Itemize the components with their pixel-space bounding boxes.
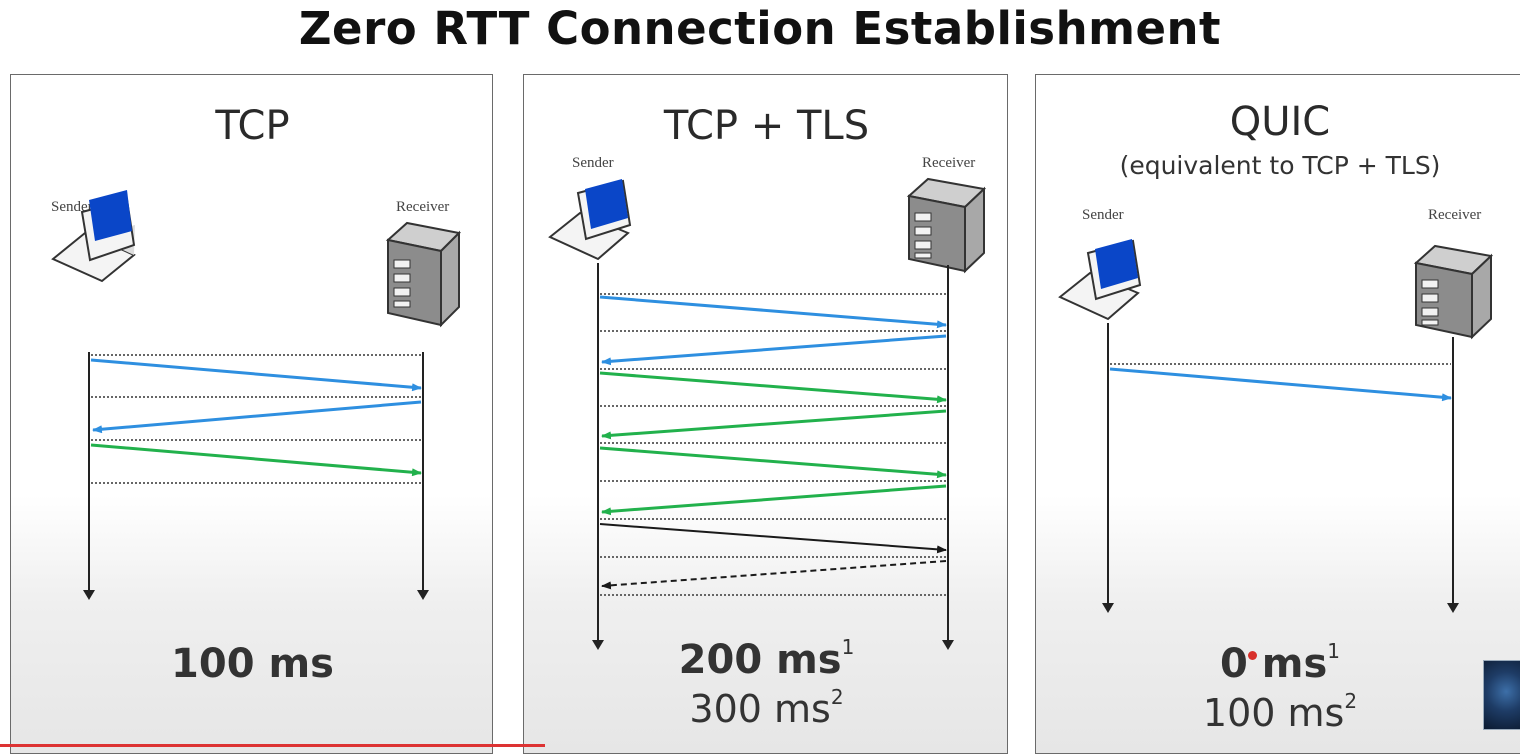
sequence-diagram-quic: [1058, 239, 1494, 613]
server-icon: [1413, 244, 1494, 340]
syn-ack-arrow: [92, 400, 422, 434]
laptop-icon: [51, 190, 136, 283]
result-tcp-tls-alt: 300 ms2: [689, 685, 844, 731]
panel-tcp-tls: TCP + TLS Sender Receiver: [523, 74, 1008, 754]
panel-title-quic: QUIC: [1229, 99, 1331, 145]
panel-title-tcp-tls: TCP + TLS: [663, 103, 870, 149]
panel-title-tcp: TCP: [215, 103, 290, 149]
sender-label-tls: Sender: [572, 155, 614, 171]
panel-tcp: TCP Sender Receiver: [10, 74, 493, 754]
sequence-diagram-tcp: [51, 190, 462, 600]
sequence-diagram-tcp-tls: [548, 177, 987, 650]
server-icon: [385, 221, 462, 328]
time-separators: [600, 293, 946, 596]
page-title: Zero RTT Connection Establishment: [298, 2, 1222, 55]
result-quic-main: 0 ms1: [1220, 639, 1340, 687]
panel-subtitle-quic: (equivalent to TCP + TLS): [1119, 151, 1441, 180]
pointer-dot: [1248, 651, 1257, 660]
laptop-icon: [1058, 239, 1142, 321]
video-progress-bar[interactable]: [0, 744, 545, 747]
receiver-label-tls: Receiver: [922, 155, 976, 171]
time-separators: [91, 354, 421, 484]
sender-label-quic: Sender: [1082, 207, 1124, 223]
syn-arrow: [90, 358, 422, 392]
panel-quic: QUIC (equivalent to TCP + TLS) Sender Re…: [1035, 74, 1520, 754]
laptop-icon: [548, 179, 632, 261]
channel-logo: [1483, 660, 1520, 730]
result-tcp-tls-main: 200 ms1: [678, 635, 855, 683]
server-icon: [906, 177, 987, 274]
ack-arrow: [90, 443, 422, 477]
receiver-label-quic: Receiver: [1428, 207, 1482, 223]
result-quic-alt: 100 ms2: [1202, 689, 1358, 735]
receiver-label-tcp: Receiver: [396, 199, 450, 215]
result-tcp: 100 ms: [171, 641, 334, 687]
